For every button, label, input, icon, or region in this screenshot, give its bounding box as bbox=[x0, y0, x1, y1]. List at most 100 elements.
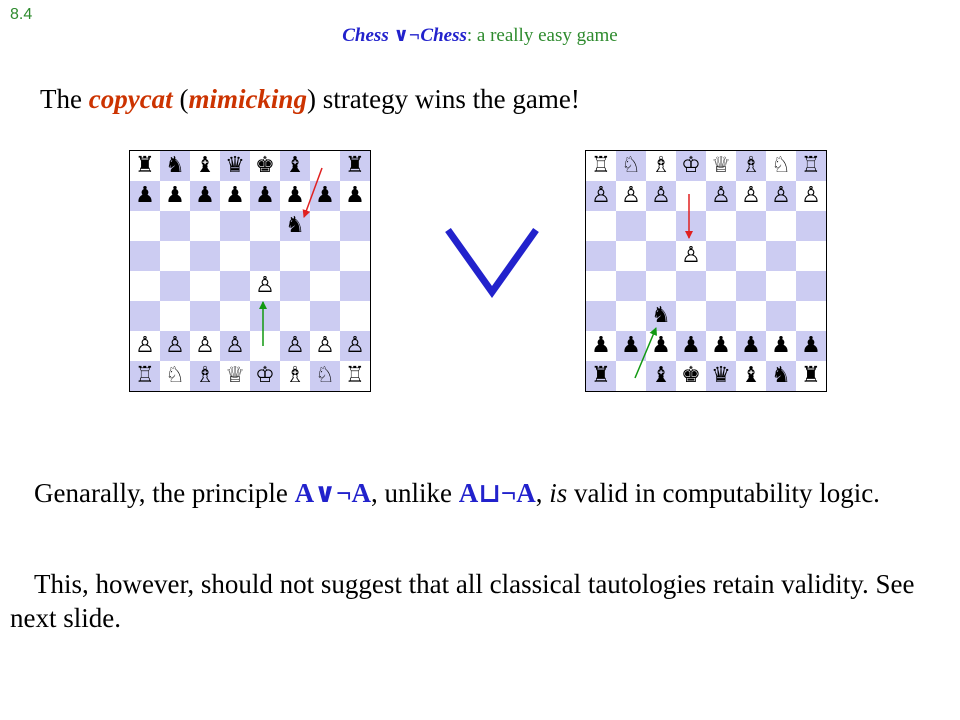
chess-square bbox=[280, 301, 310, 331]
chess-piece-square: ♔ bbox=[676, 151, 706, 181]
chess-piece-square: ♙ bbox=[616, 181, 646, 211]
chess-piece-square: ♙ bbox=[586, 181, 616, 211]
header-subtitle: : a really easy game bbox=[466, 25, 618, 46]
chess-square bbox=[706, 271, 736, 301]
chess-piece-square: ♙ bbox=[646, 181, 676, 211]
chess-piece-square: ♜ bbox=[130, 151, 160, 181]
chess-piece-square: ♕ bbox=[220, 361, 250, 391]
chess-square bbox=[796, 271, 826, 301]
chess-square bbox=[616, 361, 646, 391]
chess-square bbox=[190, 241, 220, 271]
chess-square bbox=[586, 241, 616, 271]
chess-square bbox=[310, 211, 340, 241]
chess-square bbox=[160, 301, 190, 331]
headline-suffix: ) strategy wins the game! bbox=[306, 84, 580, 114]
chess-square bbox=[646, 271, 676, 301]
slide-number: 8.4 bbox=[10, 6, 33, 23]
chess-piece-square: ♟ bbox=[796, 331, 826, 361]
chess-piece-square: ♝ bbox=[190, 151, 220, 181]
chess-square bbox=[310, 151, 340, 181]
headline-prefix: The bbox=[40, 84, 89, 114]
chess-square bbox=[766, 301, 796, 331]
chess-square bbox=[796, 241, 826, 271]
chess-piece-square: ♔ bbox=[250, 361, 280, 391]
chess-piece-square: ♟ bbox=[646, 331, 676, 361]
chess-square bbox=[766, 241, 796, 271]
chess-piece-square: ♙ bbox=[280, 331, 310, 361]
chess-square bbox=[280, 271, 310, 301]
chess-piece-square: ♚ bbox=[250, 151, 280, 181]
chess-piece-square: ♗ bbox=[646, 151, 676, 181]
chess-square bbox=[586, 211, 616, 241]
chess-square bbox=[706, 301, 736, 331]
chess-piece-square: ♛ bbox=[220, 151, 250, 181]
chess-square bbox=[706, 241, 736, 271]
chess-piece-square: ♞ bbox=[766, 361, 796, 391]
chess-piece-square: ♙ bbox=[796, 181, 826, 211]
chess-square bbox=[130, 271, 160, 301]
chess-square bbox=[250, 241, 280, 271]
chess-square bbox=[736, 301, 766, 331]
chess-piece-square: ♙ bbox=[130, 331, 160, 361]
chess-square bbox=[250, 331, 280, 361]
chess-square bbox=[340, 301, 370, 331]
chess-square bbox=[736, 271, 766, 301]
chess-square bbox=[310, 271, 340, 301]
p1-text-b: , unlike bbox=[370, 478, 459, 508]
headline-copycat: copycat bbox=[88, 84, 173, 114]
chess-square bbox=[310, 301, 340, 331]
chess-piece-square: ♞ bbox=[160, 151, 190, 181]
chess-square bbox=[340, 211, 370, 241]
chess-piece-square: ♘ bbox=[310, 361, 340, 391]
chess-square bbox=[586, 301, 616, 331]
p1-is-word: is bbox=[549, 478, 568, 508]
chess-piece-square: ♟ bbox=[586, 331, 616, 361]
chess-piece-square: ♙ bbox=[310, 331, 340, 361]
chess-square bbox=[130, 241, 160, 271]
chess-square bbox=[646, 241, 676, 271]
chess-piece-square: ♙ bbox=[766, 181, 796, 211]
chess-piece-square: ♛ bbox=[706, 361, 736, 391]
chess-piece-square: ♟ bbox=[766, 331, 796, 361]
chess-square bbox=[340, 271, 370, 301]
chess-square bbox=[280, 241, 310, 271]
chess-piece-square: ♙ bbox=[250, 271, 280, 301]
chess-board-left: ♜♞♝♛♚♝♜♟♟♟♟♟♟♟♟♞♙♙♙♙♙♙♙♙♖♘♗♕♔♗♘♖ bbox=[129, 150, 371, 392]
chess-piece-square: ♖ bbox=[340, 361, 370, 391]
chess-piece-square: ♟ bbox=[310, 181, 340, 211]
chess-piece-square: ♕ bbox=[706, 151, 736, 181]
chess-square bbox=[736, 211, 766, 241]
chess-piece-square: ♜ bbox=[586, 361, 616, 391]
chess-square bbox=[220, 241, 250, 271]
formula-a-choice-not-a: A⊔¬A bbox=[458, 478, 536, 508]
chess-piece-square: ♟ bbox=[220, 181, 250, 211]
chess-square bbox=[616, 211, 646, 241]
chess-piece-square: ♗ bbox=[190, 361, 220, 391]
chess-piece-square: ♙ bbox=[340, 331, 370, 361]
chess-square bbox=[130, 211, 160, 241]
chess-piece-square: ♘ bbox=[766, 151, 796, 181]
header-game-formula: Chess ∨¬Chess bbox=[342, 25, 467, 46]
chess-square bbox=[190, 301, 220, 331]
chess-piece-square: ♙ bbox=[706, 181, 736, 211]
chess-piece-square: ♗ bbox=[280, 361, 310, 391]
chess-board-right: ♖♘♗♔♕♗♘♖♙♙♙♙♙♙♙♙♞♟♟♟♟♟♟♟♟♜♝♚♛♝♞♜ bbox=[585, 150, 827, 392]
chess-piece-square: ♟ bbox=[340, 181, 370, 211]
chess-square bbox=[250, 211, 280, 241]
chess-piece-square: ♙ bbox=[220, 331, 250, 361]
chess-piece-square: ♟ bbox=[160, 181, 190, 211]
p1-text-a: Genarally, the principle bbox=[34, 478, 295, 508]
paragraph-principle: Genarally, the principle A∨¬A, unlike A⊔… bbox=[10, 476, 950, 510]
chess-piece-square: ♖ bbox=[586, 151, 616, 181]
headline-mimicking: mimicking bbox=[188, 84, 307, 114]
chess-piece-square: ♘ bbox=[616, 151, 646, 181]
chess-square bbox=[220, 301, 250, 331]
chess-square bbox=[616, 241, 646, 271]
chess-piece-square: ♙ bbox=[160, 331, 190, 361]
chess-square bbox=[310, 241, 340, 271]
chess-piece-square: ♜ bbox=[796, 361, 826, 391]
p2-text: This, however, should not suggest that a… bbox=[10, 569, 915, 633]
chess-square bbox=[736, 241, 766, 271]
chess-square bbox=[160, 241, 190, 271]
chess-piece-square: ♟ bbox=[736, 331, 766, 361]
